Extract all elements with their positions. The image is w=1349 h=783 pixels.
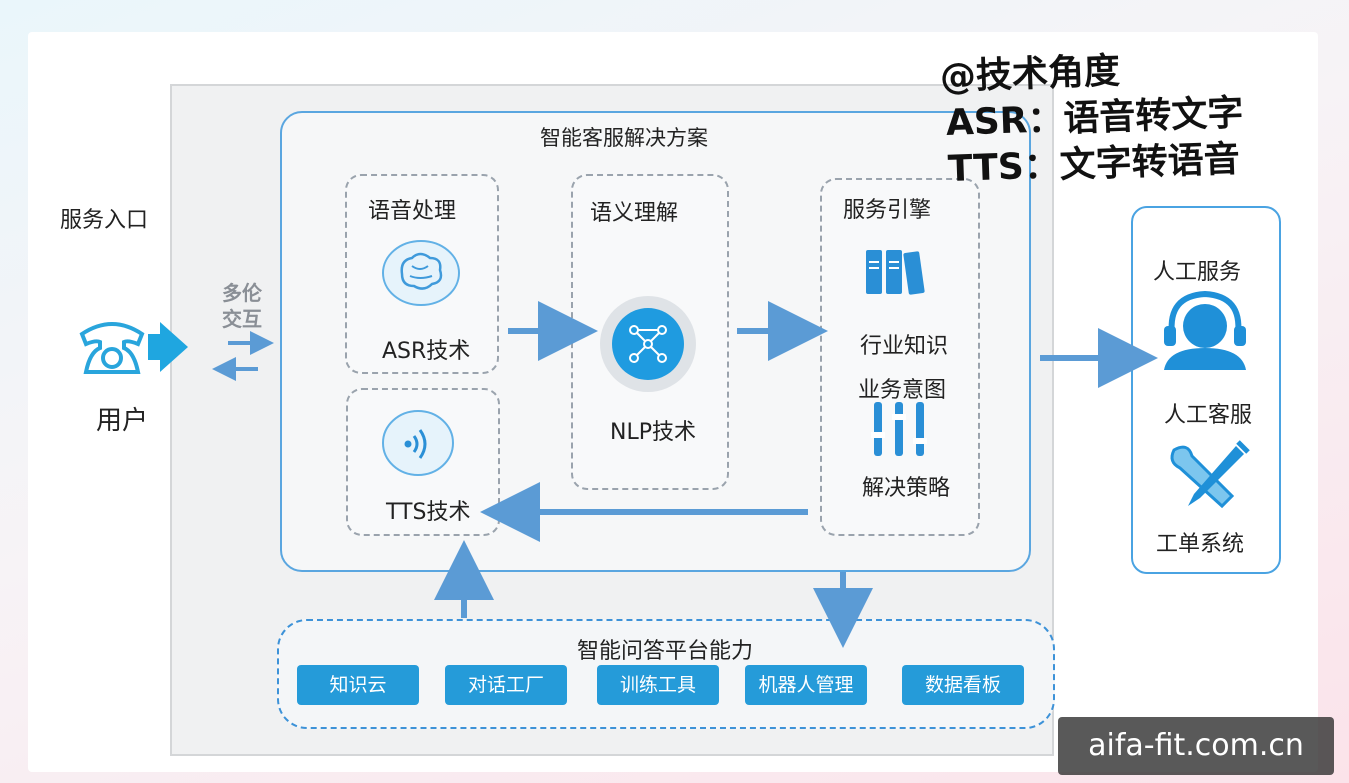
interaction-label: 多伦 交互 <box>222 280 262 332</box>
sliders-icon <box>871 402 927 456</box>
service-engine-title: 服务引擎 <box>843 198 932 223</box>
tools-icon <box>1170 440 1250 509</box>
brain-icon <box>382 240 460 306</box>
manual-service-panel <box>1131 206 1281 574</box>
network-icon <box>600 296 696 392</box>
books-icon <box>866 250 925 295</box>
service-entry-label: 服务入口 <box>60 208 149 233</box>
tech-note: @技术角度 ASR：语音转文字 TTS：文字转语音 <box>939 51 1244 193</box>
platform-title: 智能问答平台能力 <box>577 639 754 664</box>
capability-dialog-factory: 对话工厂 <box>445 665 567 705</box>
capability-robot-management: 机器人管理 <box>745 665 867 705</box>
sound-wave-icon <box>382 410 454 476</box>
headset-agent-icon <box>1164 290 1246 370</box>
nlp-label: NLP技术 <box>610 420 696 445</box>
solution-title: 智能客服解决方案 <box>540 126 708 150</box>
telephone-icon <box>79 322 188 374</box>
solution-strategy-label: 解决策略 <box>862 476 951 501</box>
capability-training-tools: 训练工具 <box>597 665 719 705</box>
speech-processing-title: 语音处理 <box>368 199 457 224</box>
note-line-3: TTS：文字转语音 <box>947 138 1241 190</box>
semantic-title: 语义理解 <box>590 201 679 226</box>
interaction-label-line2: 交互 <box>222 307 262 331</box>
interaction-label-line1: 多伦 <box>222 281 262 305</box>
service-engine-card <box>820 178 980 536</box>
human-agent-label: 人工客服 <box>1164 403 1253 428</box>
business-intent-label: 业务意图 <box>858 378 947 403</box>
asr-label: ASR技术 <box>382 339 471 364</box>
user-label: 用户 <box>96 406 149 436</box>
industry-knowledge-label: 行业知识 <box>860 334 949 359</box>
human-service-label: 人工服务 <box>1153 260 1242 285</box>
watermark: aifa-fit.com.cn <box>1058 717 1334 775</box>
capability-knowledge-cloud: 知识云 <box>297 665 419 705</box>
tts-label: TTS技术 <box>386 500 471 525</box>
capability-data-dashboard: 数据看板 <box>902 665 1024 705</box>
ticket-system-label: 工单系统 <box>1156 532 1245 557</box>
